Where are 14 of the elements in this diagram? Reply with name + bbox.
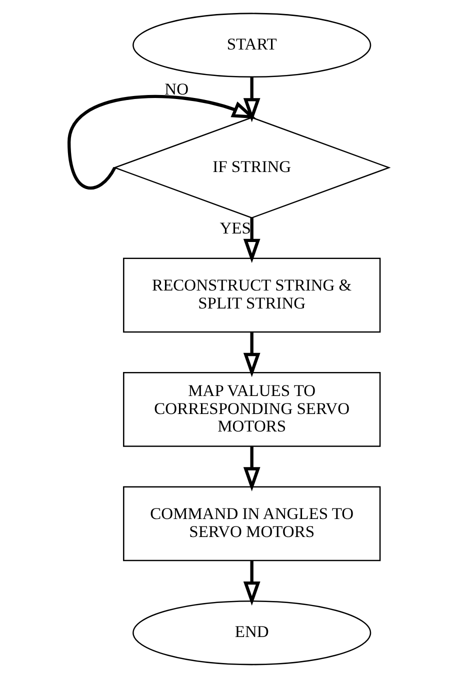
node-ellipse: END	[132, 600, 371, 666]
arrow	[242, 446, 260, 492]
edge-label: NO	[164, 79, 188, 98]
edge-label: YES	[219, 218, 250, 238]
arrow	[242, 332, 260, 378]
node-diamond: IF STRING	[112, 116, 390, 218]
node-box: MAP VALUES TO CORRESPONDING SERVO MOTORS	[122, 372, 380, 447]
arrow	[242, 218, 260, 263]
node-ellipse: START	[132, 12, 371, 78]
arrow	[242, 561, 260, 606]
node-box: RECONSTRUCT STRING & SPLIT STRING	[122, 258, 380, 333]
arrow	[242, 77, 260, 122]
arrow	[66, 95, 256, 190]
node-box: COMMAND IN ANGLES TO SERVO MOTORS	[122, 486, 380, 562]
